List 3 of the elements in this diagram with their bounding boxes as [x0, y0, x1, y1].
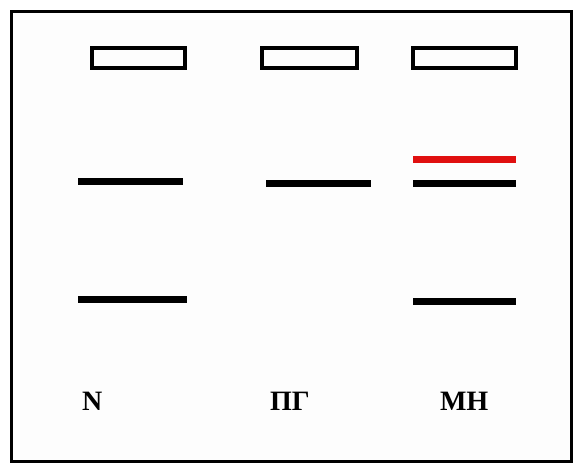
lane-label: N: [82, 388, 102, 416]
lane-label: МН: [440, 388, 488, 416]
lane-label: ПГ: [270, 388, 310, 416]
